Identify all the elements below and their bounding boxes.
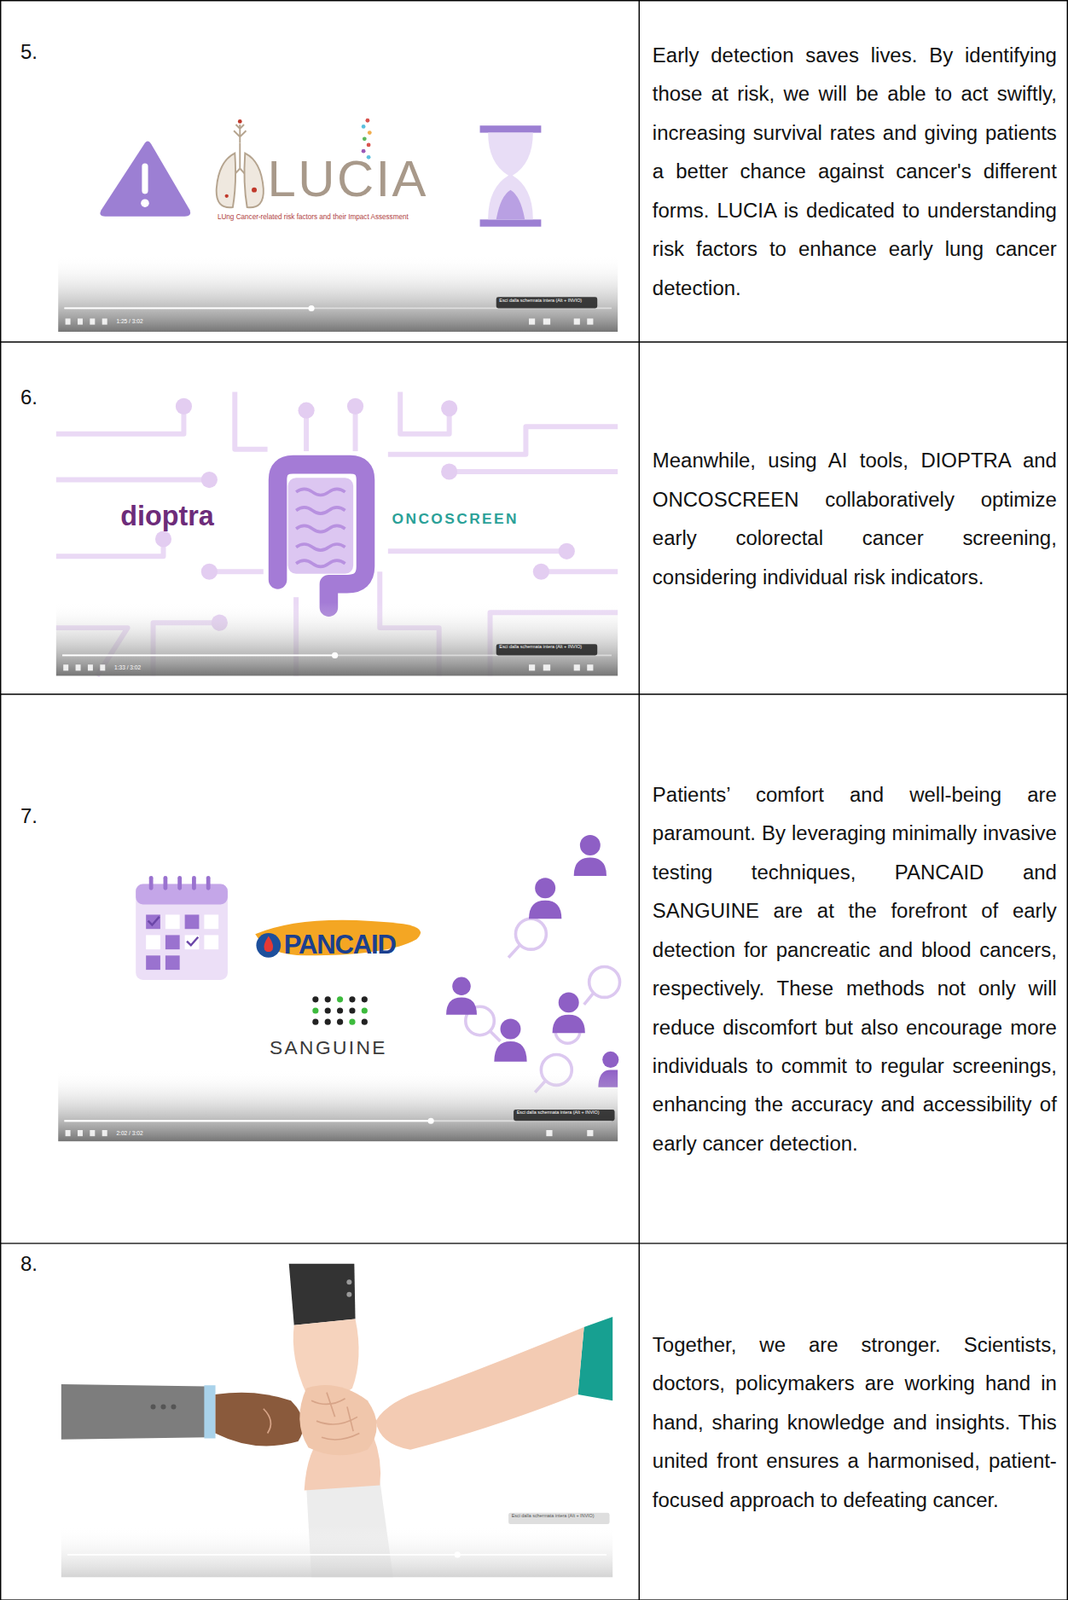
lucia-subtitle: LUng Cancer-related risk factors and the… xyxy=(217,213,409,221)
table-cell: Together, we are stronger. Scientists, d… xyxy=(639,1244,1067,1599)
row-text: Patients’ comfort and well-being are par… xyxy=(652,774,1057,1163)
table-cell: Patients’ comfort and well-being are par… xyxy=(639,695,1067,1243)
table-cell: Early detection saves lives. By identify… xyxy=(639,0,1067,342)
video-tooltip: Esci dalla schermata intera (Alt + INVIO… xyxy=(499,644,582,651)
video-timestamp: 2:02 / 3:02 xyxy=(116,1130,143,1137)
row-text: Meanwhile, using AI tools, DIOPTRA and O… xyxy=(652,440,1057,596)
video-timestamp: 1:25 / 3:02 xyxy=(116,318,143,325)
row-number: 8. xyxy=(20,1253,38,1276)
row-number: 7. xyxy=(20,804,38,827)
sanguine-logo-text: SANGUINE xyxy=(269,1038,388,1060)
row-number: 6. xyxy=(20,385,38,408)
row-number: 5. xyxy=(20,40,38,64)
pancaid-logo-text: PANCAID xyxy=(284,929,396,959)
row-text: Early detection saves lives. By identify… xyxy=(652,34,1057,307)
video-frame-lucia xyxy=(58,20,618,332)
oncoscreen-logo-text: ONCOSCREEN xyxy=(392,511,519,529)
table-cell: Meanwhile, using AI tools, DIOPTRA and O… xyxy=(639,342,1067,694)
video-frame-pancaid-sanguine xyxy=(58,827,620,1143)
video-timestamp: 1:33 / 3:02 xyxy=(114,664,141,671)
video-tooltip: Esci dalla schermata intera (Alt + INVIO… xyxy=(499,299,582,305)
lucia-logo-text: LUCIA xyxy=(267,150,429,208)
video-frame-hands xyxy=(61,1263,613,1579)
row-text: Together, we are stronger. Scientists, d… xyxy=(652,1324,1057,1519)
video-tooltip: Esci dalla schermata intera (Alt + INVIO… xyxy=(511,1514,595,1520)
dioptra-logo-text: dioptra xyxy=(120,502,215,534)
video-frame-dioptra-oncoscreen xyxy=(56,392,618,677)
video-tooltip: Esci dalla schermata intera (Alt + INVIO… xyxy=(516,1110,600,1116)
